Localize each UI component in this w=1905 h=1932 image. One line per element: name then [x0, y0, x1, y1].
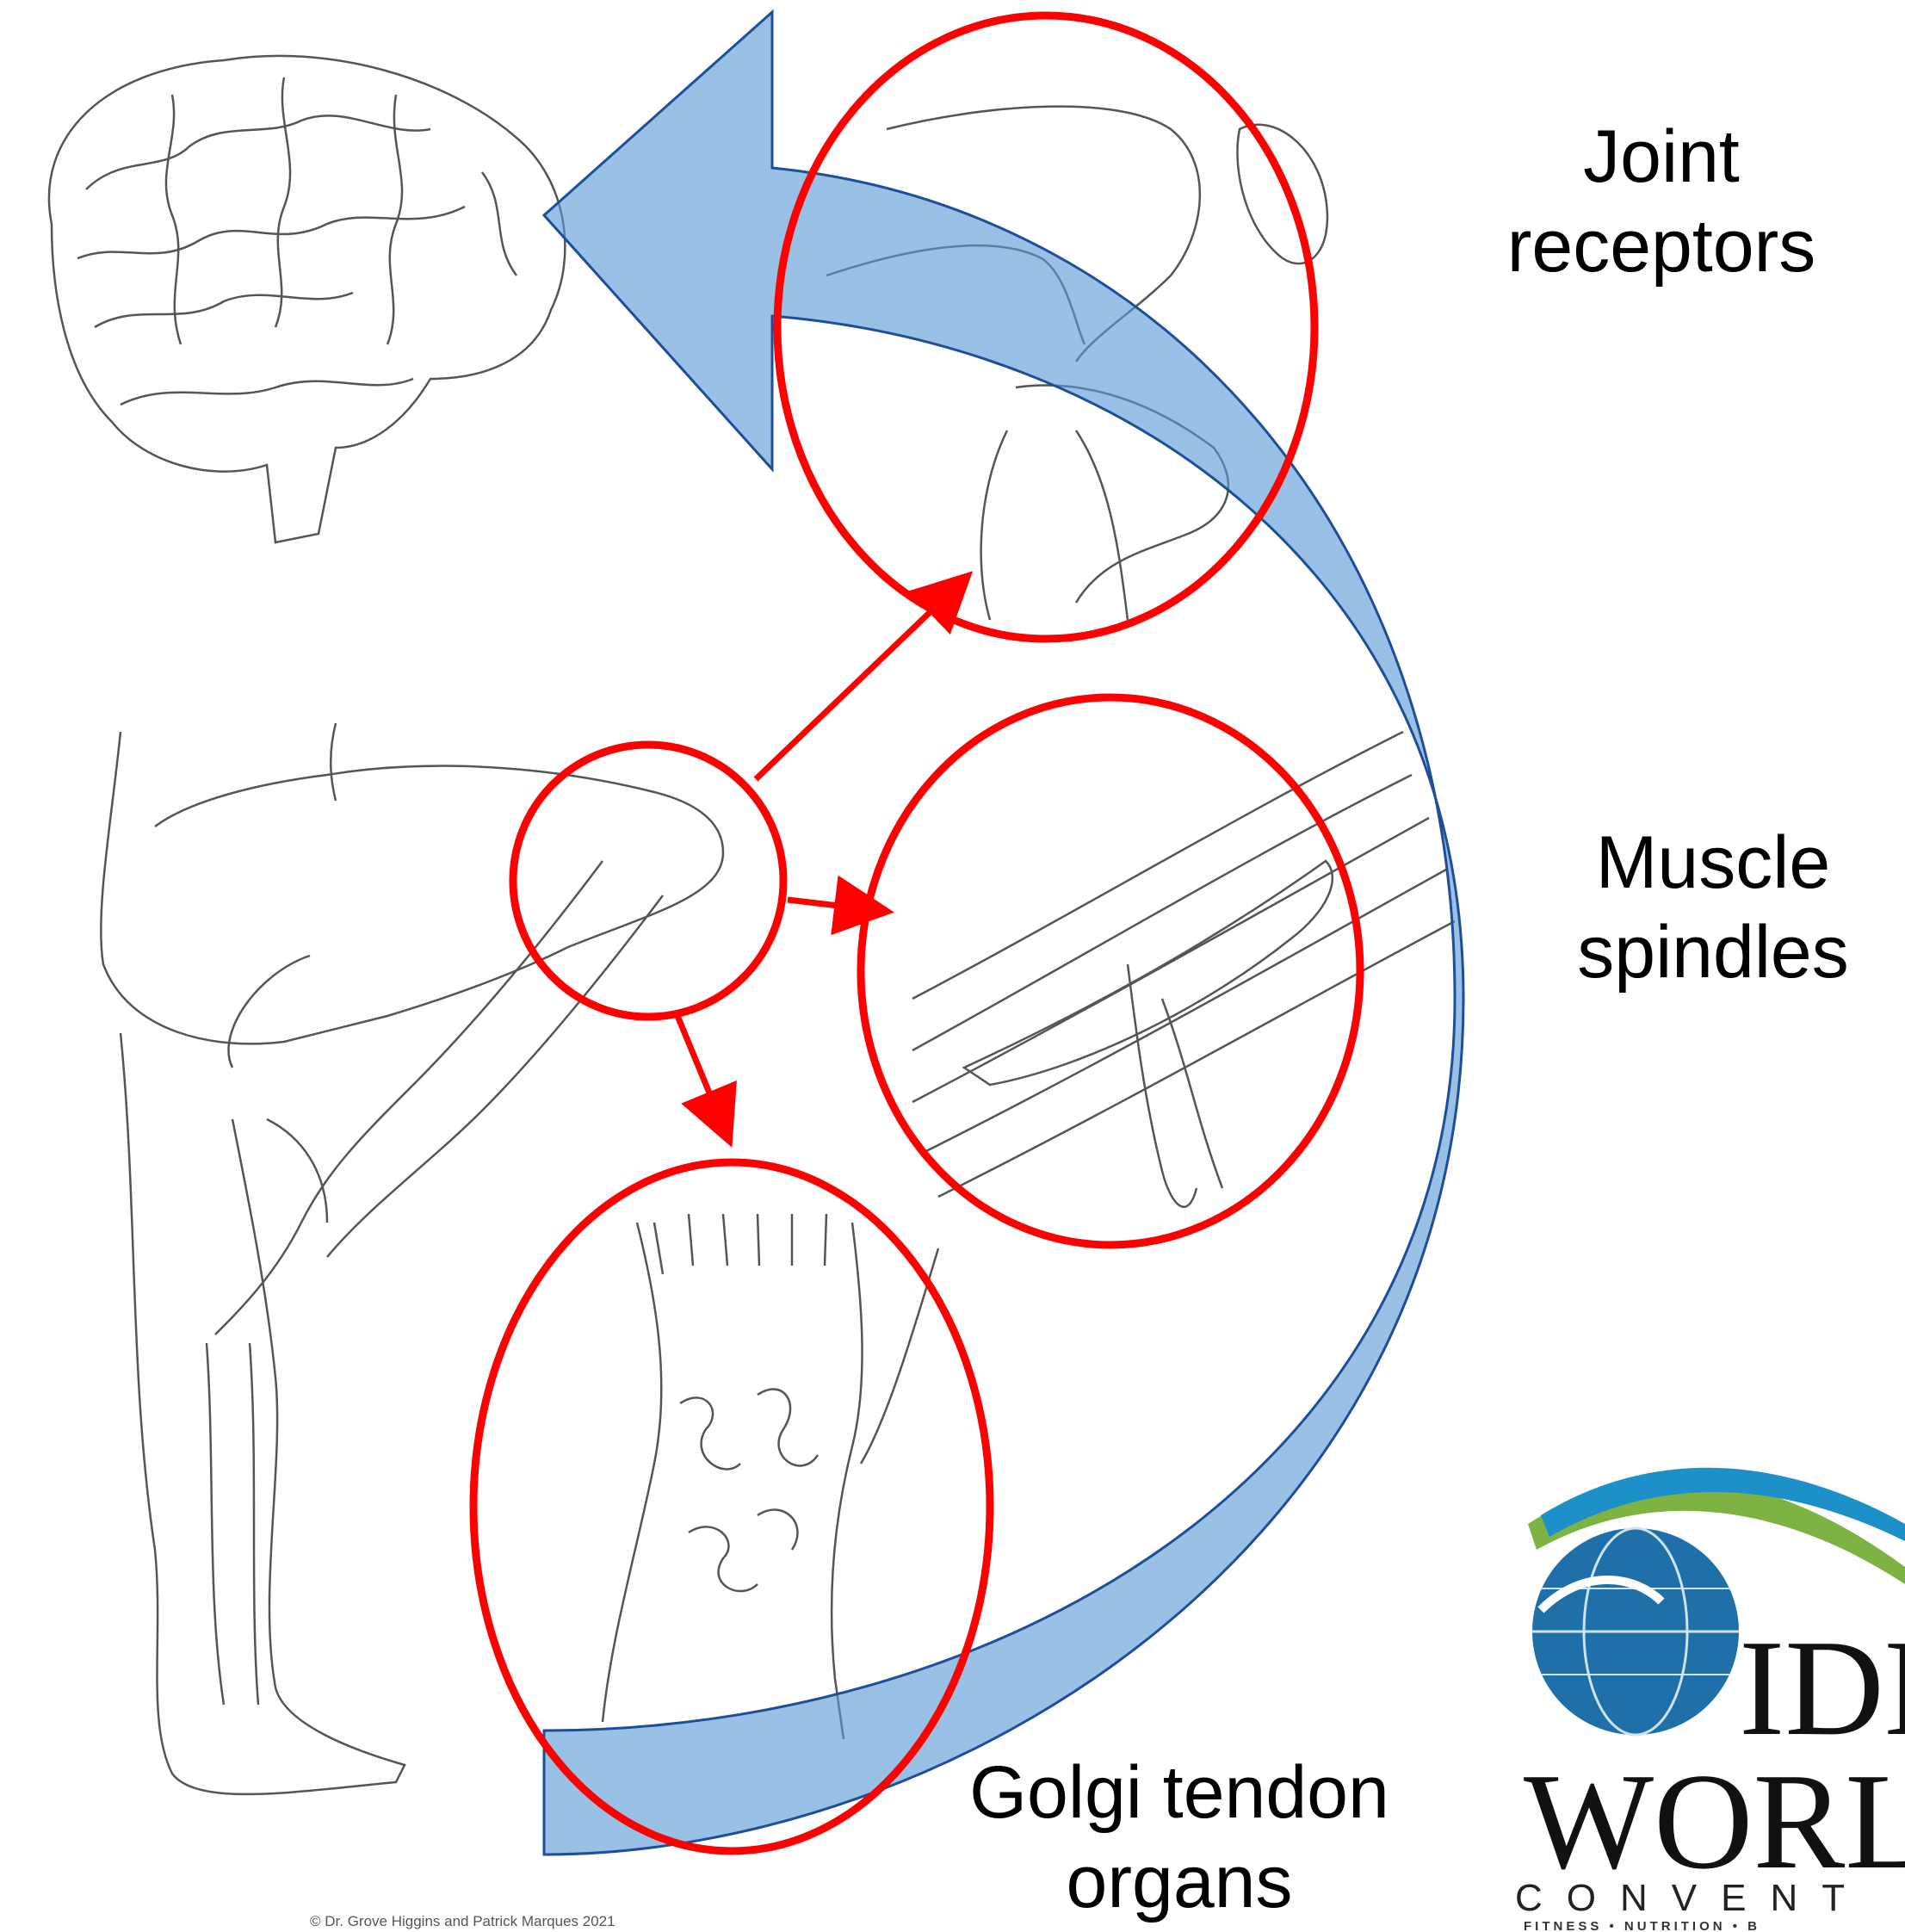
logo-text-line2: WORL	[1524, 1752, 1905, 1890]
leg-illustration	[101, 723, 723, 1794]
feedback-arrow	[544, 12, 1463, 1855]
idea-world-logo: IDE WORL CONVENT FITNESS • NUTRITION • B	[1498, 1464, 1905, 1932]
golgi-tendon-organs-label: Golgi tendon organs	[904, 1748, 1455, 1927]
knee-highlight-circle	[513, 745, 783, 1017]
copyright-notice: © Dr. Grove Higgins and Patrick Marques …	[310, 1913, 615, 1930]
logo-tagline: FITNESS • NUTRITION • B	[1524, 1919, 1760, 1932]
joint-receptors-label: Joint receptors	[1463, 112, 1859, 291]
muscle-spindles-circle	[861, 697, 1360, 1245]
logo-text-line3: CONVENT	[1515, 1877, 1869, 1920]
arrow-to-golgi-tendon	[676, 1012, 727, 1136]
logo-text-line1: IDE	[1739, 1619, 1905, 1756]
arrow-to-joint-receptors	[756, 579, 964, 779]
golgi-tendon-illustration	[603, 1214, 938, 1739]
muscle-spindles-label: Muscle spindles	[1515, 818, 1905, 997]
muscle-spindle-illustration	[912, 732, 1455, 1207]
brain-illustration	[49, 56, 565, 542]
